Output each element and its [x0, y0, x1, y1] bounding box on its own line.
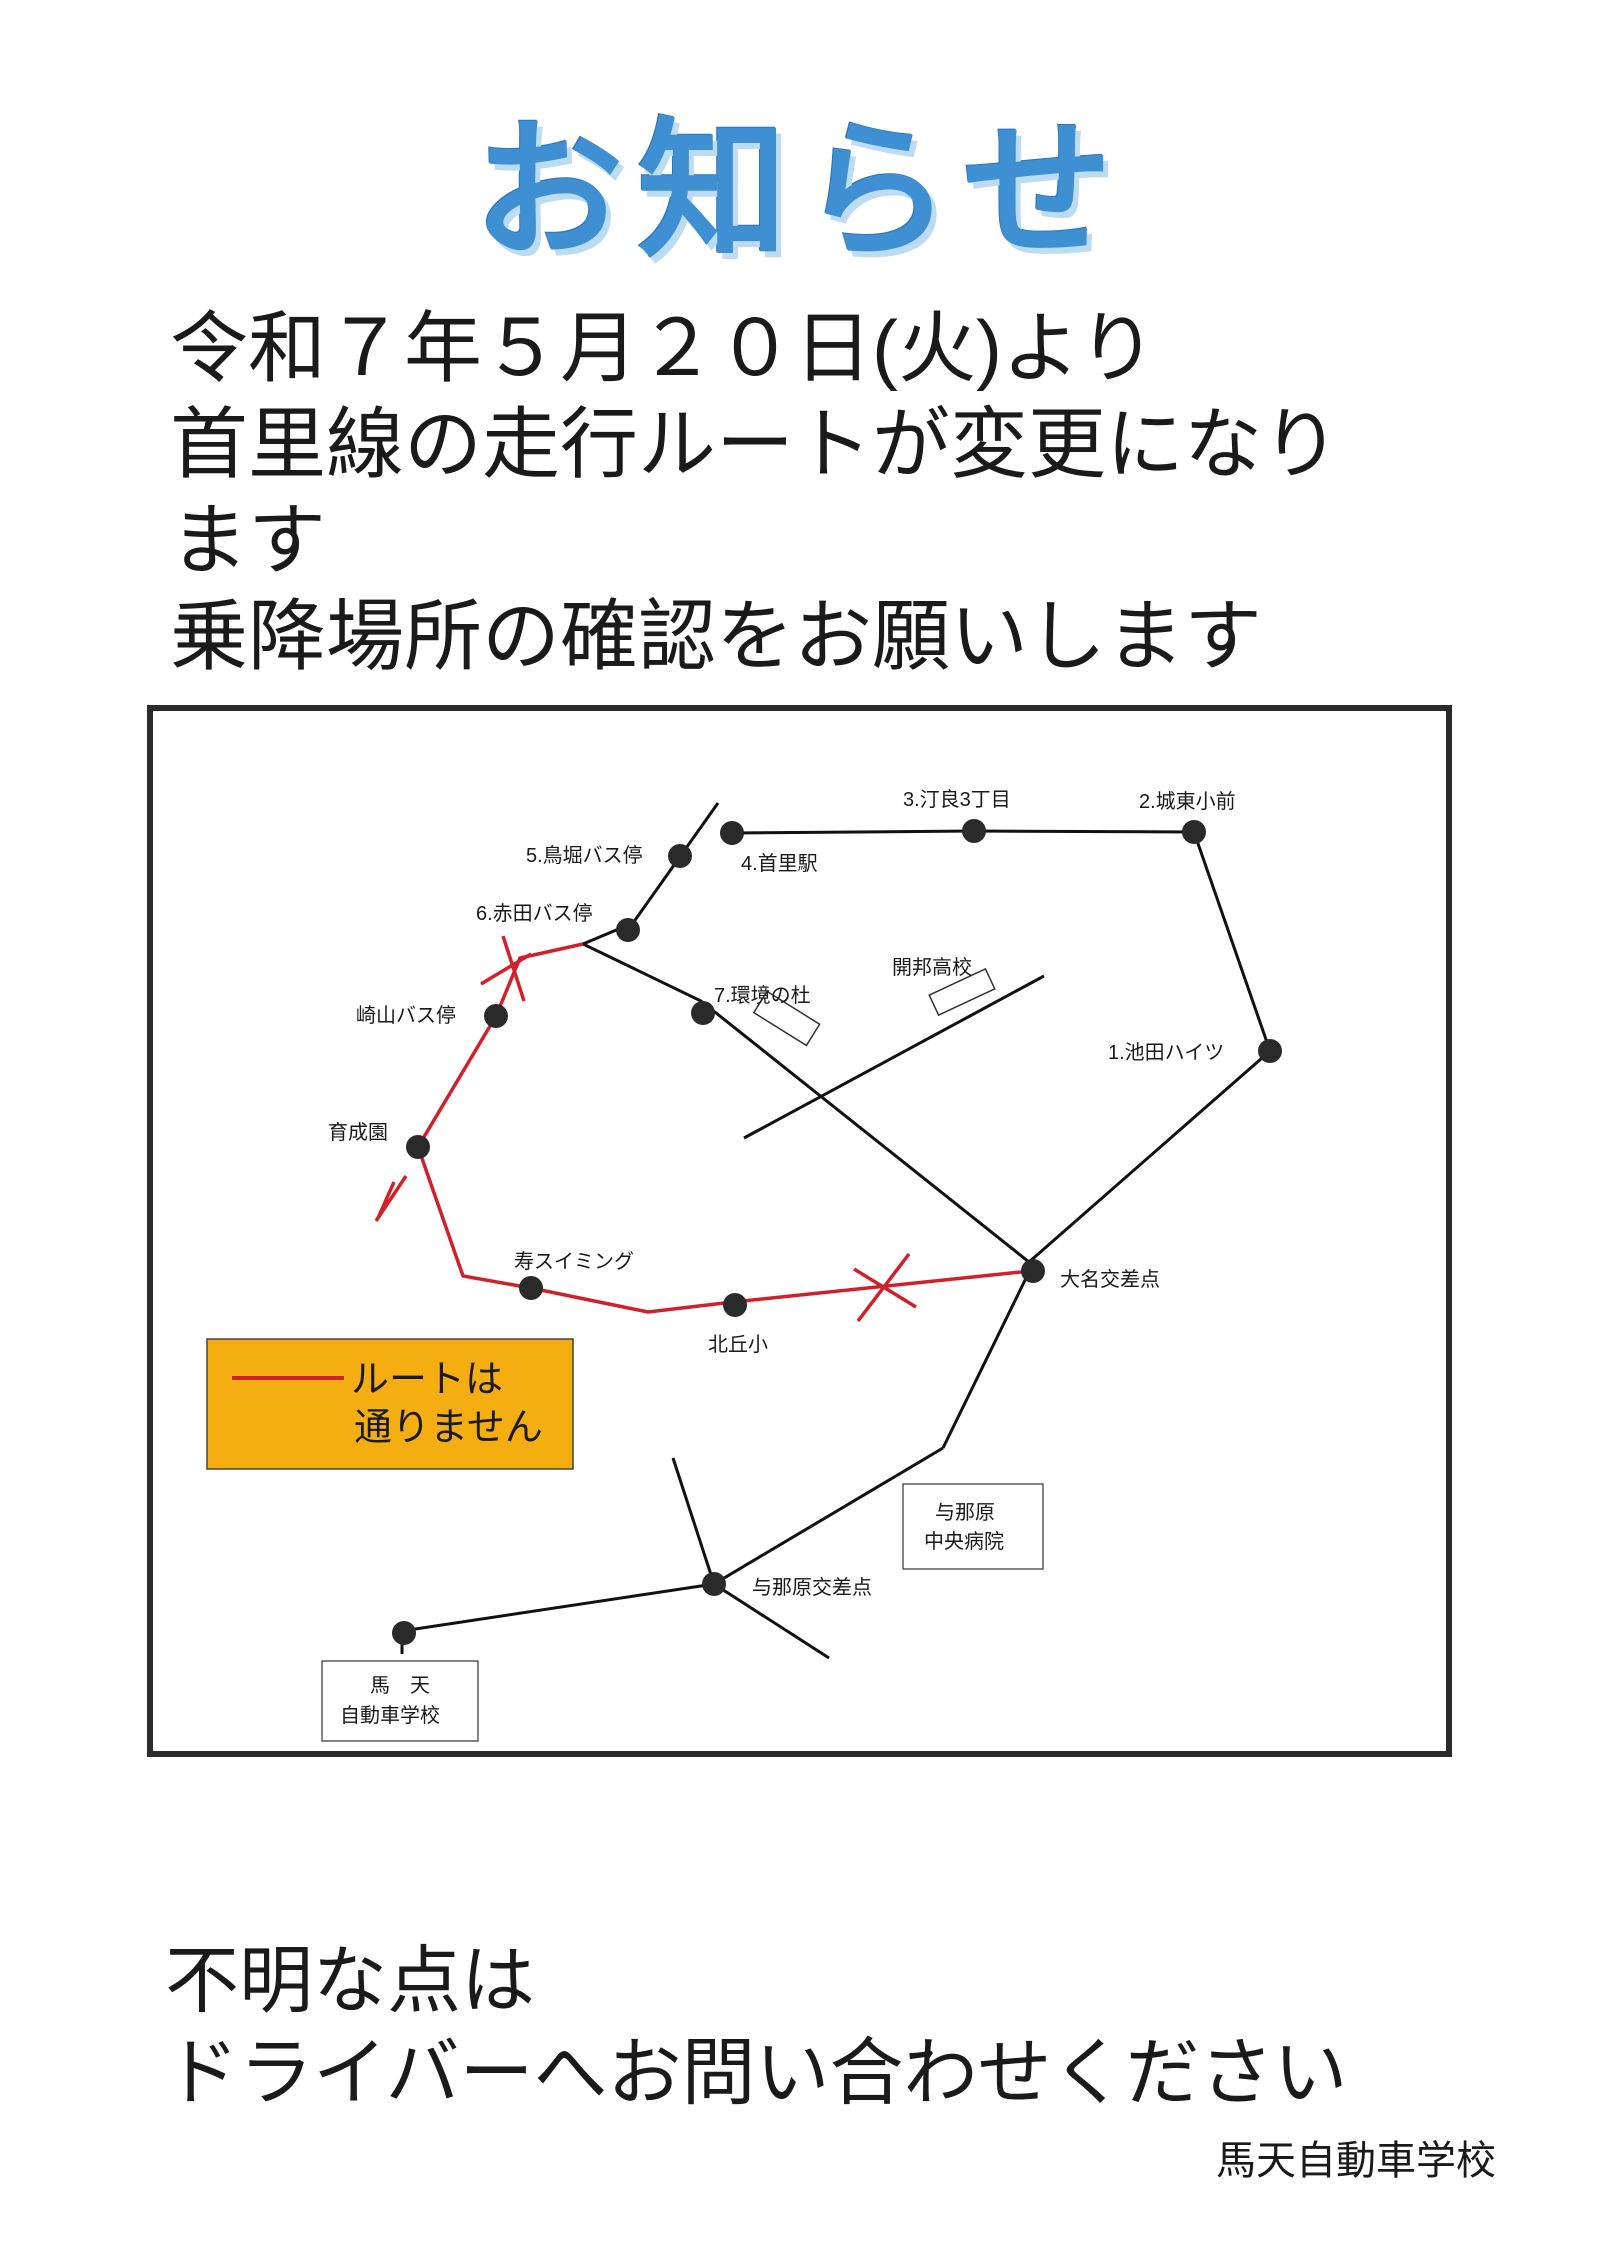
contact-line-2: ドライバーへお問い合わせください — [165, 2031, 1348, 2114]
stop-dot-5 — [668, 844, 692, 868]
stop-label-4: 4.首里駅 — [741, 852, 818, 875]
stop-dot-yonabaru — [702, 1572, 726, 1596]
route-main-road — [579, 802, 1272, 1264]
stop-dot-6 — [616, 918, 640, 942]
stop-dot-school — [392, 1621, 416, 1645]
stop-label-ikuseien: 育成園 — [328, 1121, 388, 1144]
stop-label-6: 6.赤田バス停 — [476, 902, 593, 925]
road-yonabaru-cross-2 — [713, 1582, 830, 1660]
stop-label-kitaoka: 北丘小 — [708, 1333, 768, 1356]
contact-text: 不明な点は ドライバーへお問い合わせください — [165, 1935, 1565, 2119]
announcement-line-2: 首里線の走行ルートが変更になり — [170, 400, 1341, 488]
school-box — [321, 1660, 479, 1742]
road-to-yonabaru — [941, 1271, 1031, 1449]
road-kaiho-cross — [743, 974, 1045, 1140]
stop-dot-kitaoka — [723, 1293, 747, 1317]
legend-label-2: 通りません — [354, 1407, 543, 1449]
route-map: 1.池田ハイツ 2.城東小前 3.汀良3丁目 4.首里駅 5.鳥堀バス停 6.赤… — [147, 705, 1452, 1757]
school-label-2: 自動車学校 — [340, 1704, 440, 1727]
school-label-1: 馬 天 — [370, 1675, 430, 1697]
stop-dot-2 — [1182, 820, 1206, 844]
current-route-lines — [400, 802, 1272, 1660]
removed-mark-3b — [853, 1267, 917, 1309]
removed-route-lines — [374, 935, 1031, 1323]
stop-dot-omina — [1021, 1259, 1045, 1283]
removed-mark-1a — [501, 935, 526, 1002]
stop-label-3: 3.汀良3丁目 — [903, 788, 1011, 811]
stop-label-omina: 大名交差点 — [1060, 1268, 1160, 1291]
stop-dot-1 — [1258, 1039, 1282, 1063]
legend-label-1: ルートは — [351, 1359, 503, 1401]
contact-line-1: 不明な点は — [165, 1939, 535, 2022]
announcement-line-1: 令和７年５月２０日(火)より — [170, 304, 1157, 392]
stop-label-1: 1.池田ハイツ — [1108, 1041, 1224, 1064]
page-title: お知らせ — [473, 105, 1127, 279]
bus-stops — [392, 819, 1282, 1645]
route-map-svg: 1.池田ハイツ 2.城東小前 3.汀良3丁目 4.首里駅 5.鳥堀バス停 6.赤… — [206, 788, 1282, 1742]
stop-dot-kotobuki — [519, 1276, 543, 1300]
announcement-line-3: ます — [170, 496, 327, 584]
road-yonabaru — [401, 1446, 944, 1633]
announcement-text: 令和７年５月２０日(火)より 首里線の走行ルートが変更になり ます 乗降場所の確… — [170, 300, 1470, 684]
removed-mark-2b — [376, 1181, 396, 1219]
stop-label-sakiyama: 崎山バス停 — [356, 1004, 456, 1027]
kankyo-building — [752, 990, 821, 1047]
hospital-label-1: 与那原 — [935, 1501, 995, 1524]
legend: ルートは 通りません — [206, 1338, 574, 1470]
road-yonabaru-cross — [671, 1457, 716, 1585]
signature: 馬天自動車学校 — [1216, 2139, 1496, 2183]
stop-label-5: 5.鳥堀バス停 — [526, 844, 643, 867]
hospital-box — [902, 1483, 1044, 1570]
stop-label-7: 7.環境の杜 — [714, 984, 811, 1007]
stop-dot-4 — [720, 821, 744, 845]
stop-label-yonabaru: 与那原交差点 — [752, 1576, 872, 1599]
kaiho-building — [928, 967, 996, 1017]
removed-mark-1b — [480, 952, 532, 986]
landmark-kaiho: 開邦高校 — [892, 956, 972, 979]
announcement-line-4: 乗降場所の確認をお願いします — [170, 592, 1263, 680]
stop-label-kotobuki: 寿スイミング — [514, 1250, 634, 1273]
hospital-label-2: 中央病院 — [924, 1530, 1004, 1553]
legend-box — [206, 1338, 574, 1470]
stop-dot-sakiyama — [484, 1004, 508, 1028]
stop-dot-ikuseien — [406, 1135, 430, 1159]
removed-route — [416, 942, 1031, 1314]
stop-dot-3 — [962, 819, 986, 843]
stop-dot-7 — [691, 1001, 715, 1025]
stop-label-2: 2.城東小前 — [1139, 790, 1236, 813]
